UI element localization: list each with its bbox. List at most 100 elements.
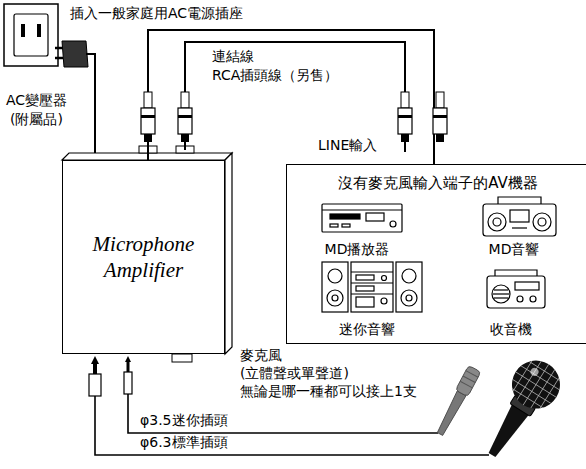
small-microphone [466,371,478,378]
device-icons [322,262,348,312]
part-note: (立體聲或單聲道) [240,365,349,382]
device-icons [396,262,422,312]
device-name: MD音響 [489,241,540,258]
device-icons [515,282,539,290]
ac-adapter [62,41,88,67]
rca-plug [401,134,409,142]
device-icons [517,296,523,302]
device-icons [356,286,374,291]
mic-plugs-and-cables [91,356,99,364]
mic-plugs-and-cables [128,394,438,433]
small-microphone [463,376,475,383]
device-icons [401,290,417,306]
rca-cable-inner [185,42,405,92]
device-item: 收音機 [461,267,561,338]
device-icons [483,204,556,236]
rca-plug [178,92,192,150]
amplifier-housing [225,153,232,354]
mic-plugs-and-cables [124,372,132,394]
rca-plug [181,92,189,108]
rca-plug [436,92,444,108]
device-icons [332,295,338,301]
product-name: Microphone Amplifier [84,231,204,284]
wall-outlet [14,14,48,56]
rca-plug [401,92,409,108]
device-icons [330,224,338,227]
ac-adapter [86,54,95,154]
rca-plug [178,108,192,134]
device-icons [327,290,343,306]
instruction-text: 插入一般家庭用AC電源插座 [70,5,243,22]
rca-plug [144,92,152,108]
device-name: MD播放器 [325,241,390,258]
device-icons [390,221,396,227]
rca-plug [144,134,152,142]
device-icons [351,293,393,294]
small-microphone [434,365,481,437]
part-note: 無論是哪一種都可以接上1支 [240,383,417,400]
rca-plug [398,108,412,134]
rca-plug [141,108,155,134]
rca-plug [398,115,412,118]
wall-outlet [37,24,41,37]
rca-plug [433,108,447,134]
mic-plugs-and-cables [127,362,130,372]
device-icons [493,218,501,226]
rca-plug [404,142,406,152]
device-icons [382,276,387,281]
device-icons [488,213,506,231]
rca-cable-inner [185,42,405,92]
device-icons [495,270,537,276]
device-icons [351,282,393,283]
rca-plug [141,92,155,150]
small-microphone [455,365,481,396]
wall-outlet [21,24,25,37]
large-microphone [472,350,570,468]
device-icons [328,269,342,283]
device-icons [487,276,545,308]
rca-plug [433,115,447,118]
wall-outlet [4,4,58,66]
device-name: 收音機 [490,321,532,338]
device-icons [322,197,556,312]
amplifier-housing [172,354,192,362]
rca-cable [148,30,434,164]
port-name: LINE輸入 [318,137,377,154]
device-icons [381,298,387,304]
rca-plug [436,134,444,142]
device-icons [406,295,412,301]
device-icons [530,296,536,302]
wall-outlet [4,4,58,66]
device-icons [492,285,510,303]
part-note: (附屬品) [10,111,63,128]
mic-plugs-and-cables [89,356,489,455]
mic-plugs-and-cables [125,356,131,362]
mic-plugs-and-cables [93,364,97,374]
device-icons [351,271,393,272]
device-icons [356,275,374,280]
device-icons [533,213,551,231]
device-icons [356,297,374,307]
rca-plug [147,142,149,150]
device-icons [366,213,384,221]
rca-plug [398,92,412,152]
device-icons [510,210,529,222]
amplifier-housing [62,146,232,362]
rca-plug [178,115,192,118]
device-icons [402,269,416,283]
device-item: MD播放器 [307,201,407,258]
cable-name: RCA插頭線（另售） [212,67,338,84]
large-microphone [503,352,569,418]
device-icons [494,297,508,298]
device-icons [330,214,360,219]
rca-plug [141,115,155,118]
device-group-box: 沒有麥克風輸入端子的AV機器MD播放器MD音響迷你音響收音機 [286,164,586,344]
large-microphone [536,371,564,415]
device-icons [512,227,527,228]
device-icons [322,209,402,210]
mic-plugs-and-cables [89,374,101,396]
group-title: 沒有麥克風輸入端子的AV機器 [287,174,586,192]
device-icons [342,224,350,227]
large-microphone [502,350,570,420]
ac-adapter [55,57,63,60]
